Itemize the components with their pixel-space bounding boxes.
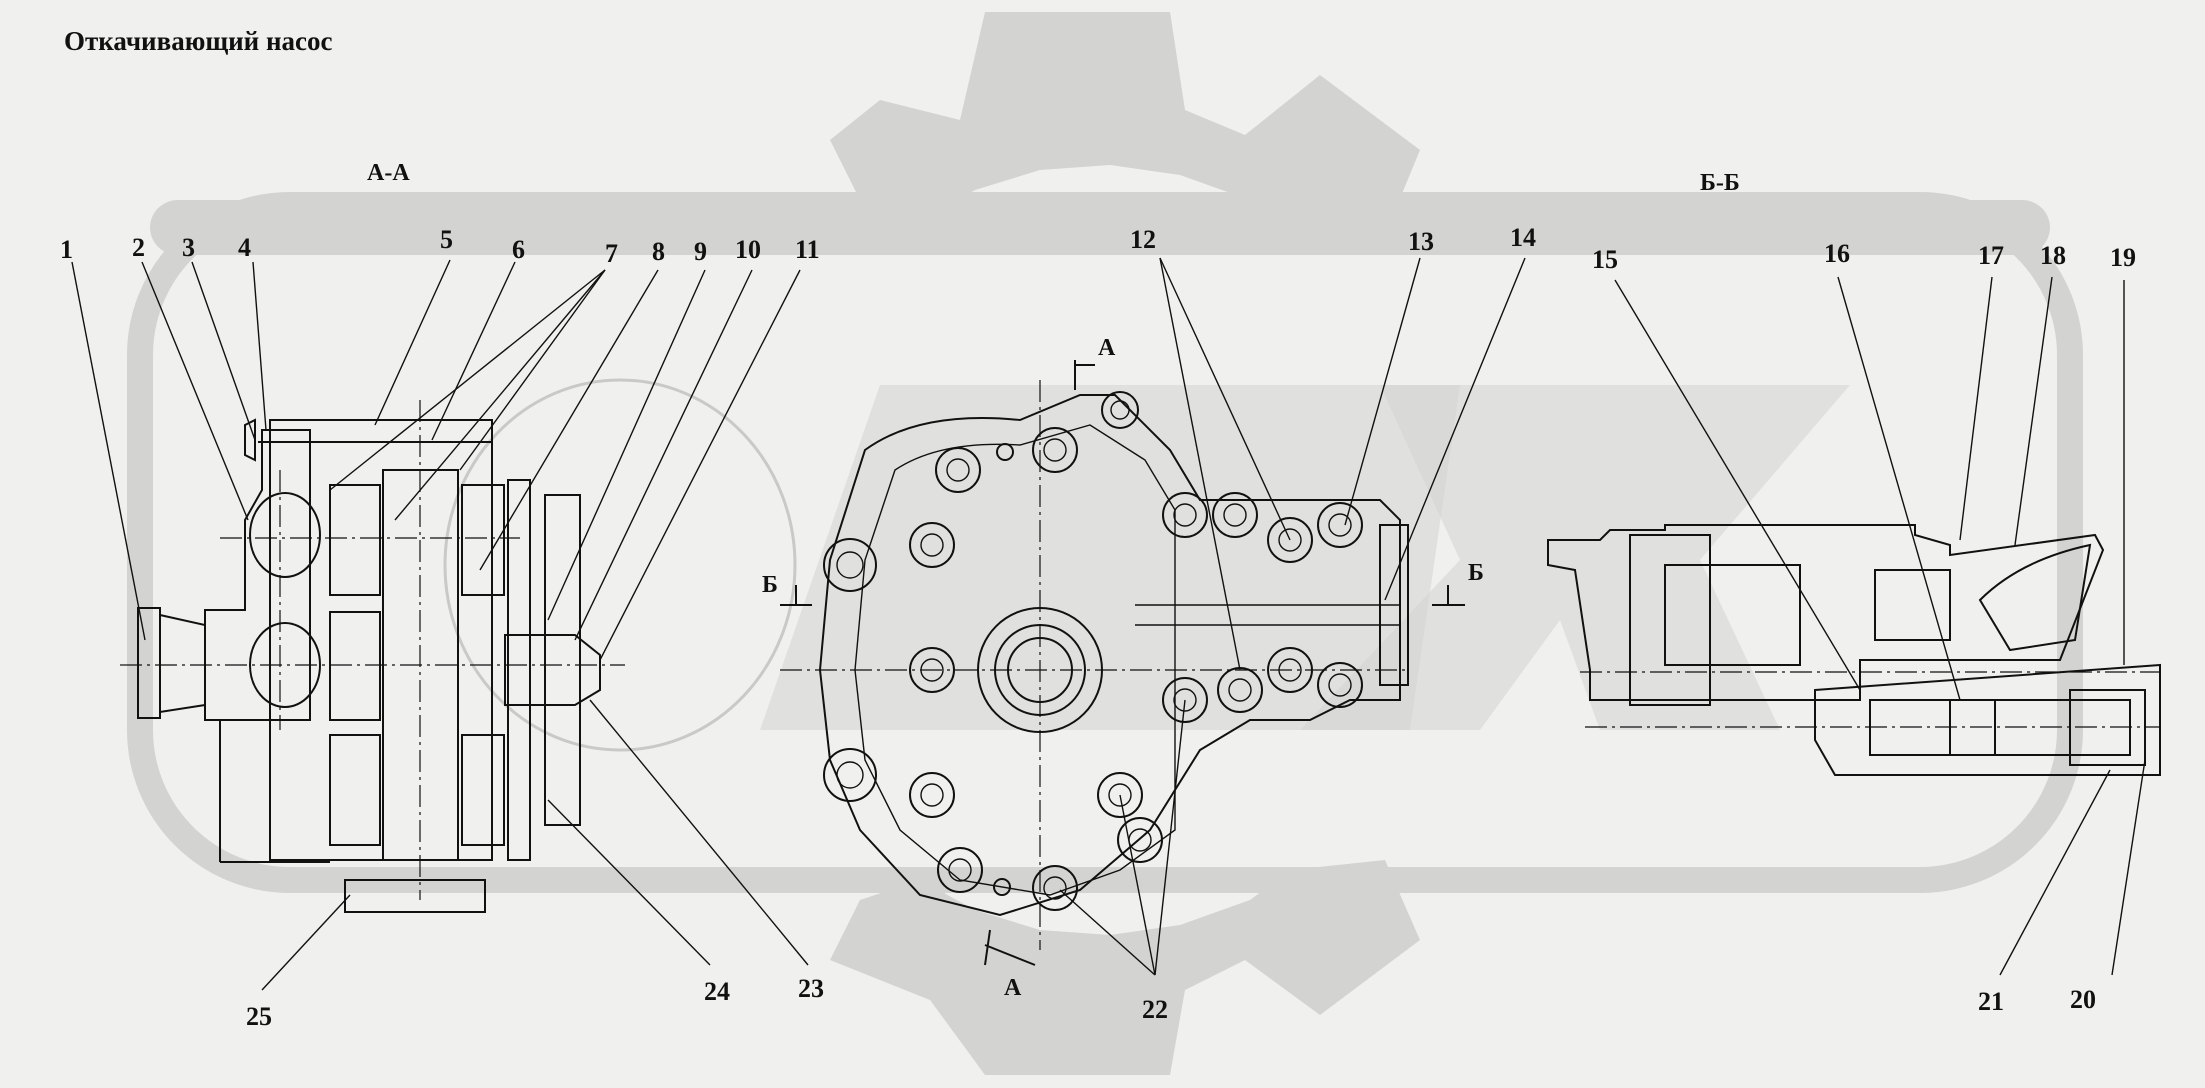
section-aa-title: А-А — [367, 160, 410, 186]
cut-marker-a-bottom: А — [1004, 975, 1022, 1001]
callout-2: 2 — [132, 233, 145, 262]
callouts: 1 2 3 4 5 6 7 8 9 10 11 12 13 14 15 16 1… — [60, 223, 2136, 1031]
callout-6: 6 — [512, 235, 525, 264]
callout-7: 7 — [605, 239, 618, 268]
callout-8: 8 — [652, 237, 665, 266]
callout-10: 10 — [735, 235, 761, 264]
callout-9: 9 — [694, 237, 707, 266]
section-aa-view — [120, 400, 625, 913]
callout-4: 4 — [238, 233, 251, 262]
callout-15: 15 — [1592, 245, 1618, 274]
callout-17: 17 — [1978, 241, 2004, 270]
callout-20: 20 — [2070, 985, 2096, 1014]
section-bb-title: Б-Б — [1700, 170, 1740, 196]
bolt-heads — [823, 391, 1363, 911]
callout-16: 16 — [1824, 239, 1850, 268]
callout-21: 21 — [1978, 987, 2004, 1016]
leader-lines — [71, 257, 2146, 991]
callout-19: 19 — [2110, 243, 2136, 272]
callout-25: 25 — [246, 1002, 272, 1031]
pump-face-view: А А Б Б — [762, 335, 1484, 1001]
callout-18: 18 — [2040, 241, 2066, 270]
callout-23: 23 — [798, 974, 824, 1003]
callout-14: 14 — [1510, 223, 1536, 252]
callout-12: 12 — [1130, 225, 1156, 254]
cut-marker-a-top: А — [1098, 335, 1116, 361]
callout-1: 1 — [60, 235, 73, 264]
diagram-title: Откачивающий насос — [64, 26, 333, 56]
callout-13: 13 — [1408, 227, 1434, 256]
watermark-logo — [127, 12, 2083, 1075]
cut-marker-b-left: Б — [762, 572, 778, 598]
callout-11: 11 — [795, 235, 820, 264]
callout-24: 24 — [704, 977, 730, 1006]
section-bb-view — [1547, 524, 2161, 776]
callout-22: 22 — [1142, 995, 1168, 1024]
callout-3: 3 — [182, 233, 195, 262]
callout-5: 5 — [440, 225, 453, 254]
cut-marker-b-right: Б — [1468, 560, 1484, 586]
